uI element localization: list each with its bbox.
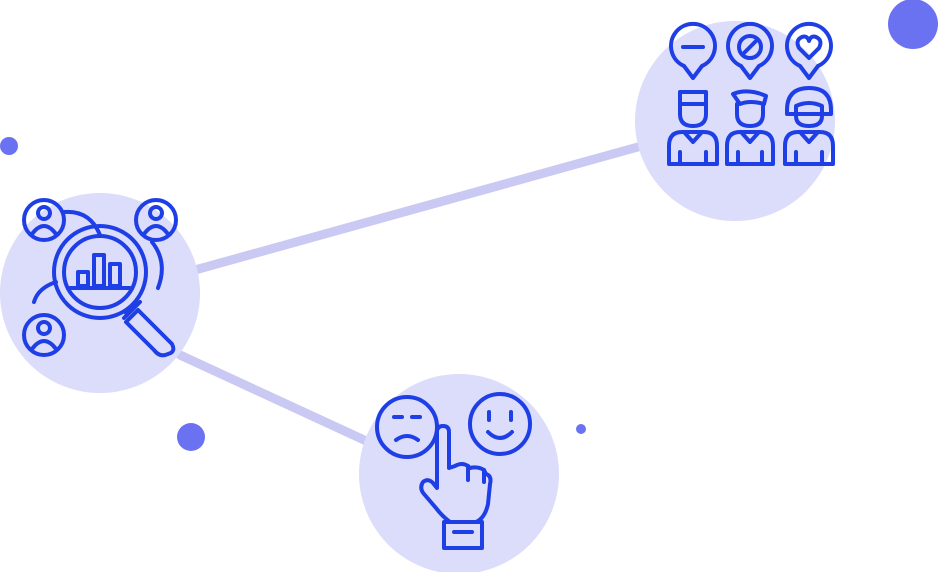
connector-research-feedback <box>175 350 380 450</box>
connector-research-opinions <box>190 140 650 275</box>
person-3-icon <box>783 86 835 166</box>
pointing-hand-icon <box>419 424 493 550</box>
sad-happy-choice-icon <box>375 392 532 550</box>
user-avatar-icon-top-right <box>134 198 178 242</box>
speech-bubble-prohibited-icon <box>726 22 774 80</box>
user-avatar-icon-top-left <box>22 198 66 242</box>
person-1-icon <box>667 90 719 166</box>
speech-bubble-minus-icon <box>669 22 717 80</box>
node-opinions-bg <box>635 21 835 221</box>
magnifier-analytics-users-icon <box>22 198 178 358</box>
people-opinions-icon <box>667 22 835 166</box>
decor-dot-medium <box>177 423 205 451</box>
user-avatar-icon-bottom-left <box>22 313 66 357</box>
decor-dot-small-left <box>0 137 18 155</box>
node-feedback-bg <box>359 374 559 572</box>
decor-dot-large <box>888 0 938 49</box>
speech-bubble-heart-icon <box>785 22 833 80</box>
node-research-bg <box>0 193 200 393</box>
happy-face-icon <box>468 392 532 456</box>
decor-dot-tiny <box>576 424 586 434</box>
person-2-icon <box>725 89 775 166</box>
